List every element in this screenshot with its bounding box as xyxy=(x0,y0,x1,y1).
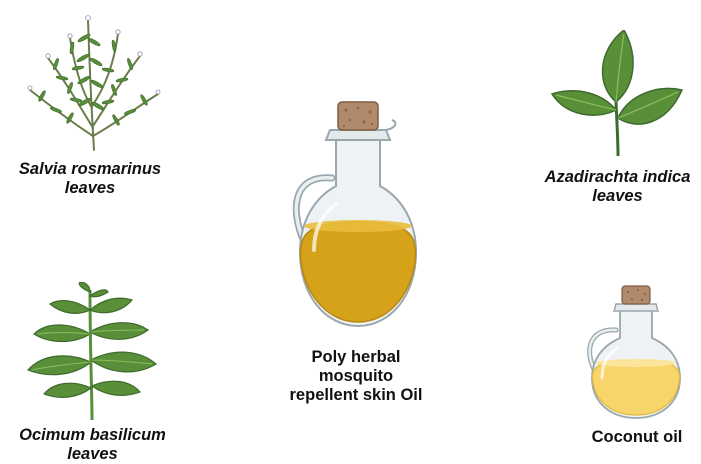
oil-jug-small-icon xyxy=(587,285,681,419)
oil-jug-large-icon xyxy=(292,101,418,328)
product-label: Poly herbal mosquito repellent skin Oil xyxy=(289,348,423,404)
neem-leaves-icon xyxy=(550,30,684,157)
coconut-label: Coconut oil xyxy=(591,428,683,446)
neem-label: Azadirachta indica leaves xyxy=(544,168,691,205)
rosemary-label: Salvia rosmarinus leaves xyxy=(18,160,162,197)
basil-plant-icon xyxy=(26,282,158,421)
basil-label: Ocimum basilicum leaves xyxy=(19,426,166,463)
rosemary-sprig-icon xyxy=(27,15,161,151)
